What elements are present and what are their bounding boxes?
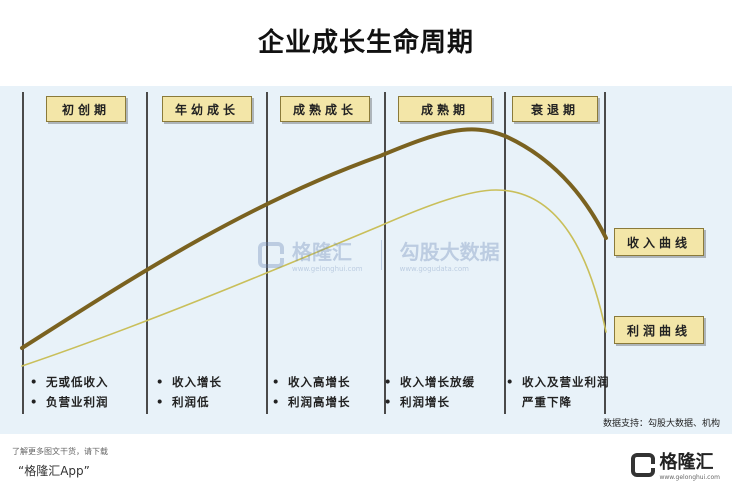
stage-divider (604, 92, 606, 414)
watermark-separator (380, 239, 382, 270)
watermark: 格隆汇 www.gelonghui.com 勾股大数据 www.gogudata… (258, 236, 500, 273)
note-item: 收入高增长 (288, 375, 351, 389)
footer-tip: 了解更多图文干货，请下载 (12, 447, 108, 456)
note-item: 收入及营业利润严重下降 (522, 375, 610, 409)
stage-early-growth: 年幼成长 (162, 96, 252, 122)
stage-decline: 衰退期 (512, 96, 598, 122)
stage-divider (22, 92, 24, 414)
stage-divider (504, 92, 506, 414)
brand-logo-icon (258, 241, 284, 268)
brand-url: www.gelonghui.com (659, 474, 720, 481)
stage-notes-mature-growth: •收入高增长 •利润高增长 (272, 372, 351, 412)
footer-app-name: “格隆汇App” (18, 464, 90, 478)
stage-divider (384, 92, 386, 414)
stage-mature-growth: 成熟成长 (280, 96, 370, 122)
brand: 格隆汇 www.gelonghui.com (631, 448, 720, 481)
stage-startup: 初创期 (46, 96, 126, 122)
brand-name: 格隆汇 (659, 452, 714, 473)
watermark-partner: 勾股大数据 (399, 240, 500, 264)
page-title: 企业成长生命周期 (257, 28, 474, 58)
lifecycle-panel: 初创期 年幼成长 成熟成长 成熟期 衰退期 收入曲线 利润曲线 格隆汇 www.… (0, 86, 732, 434)
note-item: 负营业利润 (46, 395, 109, 409)
brand-logo-icon (631, 452, 656, 477)
note-item: 无或低收入 (46, 375, 109, 389)
note-item: 利润高增长 (288, 395, 351, 409)
stage-maturity: 成熟期 (398, 96, 492, 122)
note-item: 收入增长放缓 (400, 375, 475, 389)
stage-divider (266, 92, 268, 414)
profit-curve-label: 利润曲线 (614, 316, 704, 344)
watermark-brand-url: www.gelonghui.com (292, 265, 363, 273)
profit-curve (21, 189, 607, 367)
watermark-brand: 格隆汇 (292, 240, 352, 264)
note-item: 利润增长 (400, 395, 450, 409)
stage-notes-early-growth: •收入增长 •利润低 (156, 372, 222, 412)
stage-divider (146, 92, 148, 414)
stage-notes-decline: •收入及营业利润严重下降 (506, 372, 610, 412)
watermark-partner-url: www.gogudata.com (399, 265, 469, 273)
revenue-curve (20, 127, 608, 350)
revenue-curve-label: 收入曲线 (614, 228, 704, 256)
note-item: 收入增长 (172, 375, 222, 389)
lifecycle-curves (20, 127, 608, 367)
note-item: 利润低 (172, 395, 210, 409)
stage-notes-maturity: •收入增长放缓 •利润增长 (384, 372, 475, 412)
stage-notes-startup: •无或低收入 •负营业利润 (30, 372, 109, 412)
data-source: 数据支持：勾股大数据、机构 (602, 419, 720, 429)
